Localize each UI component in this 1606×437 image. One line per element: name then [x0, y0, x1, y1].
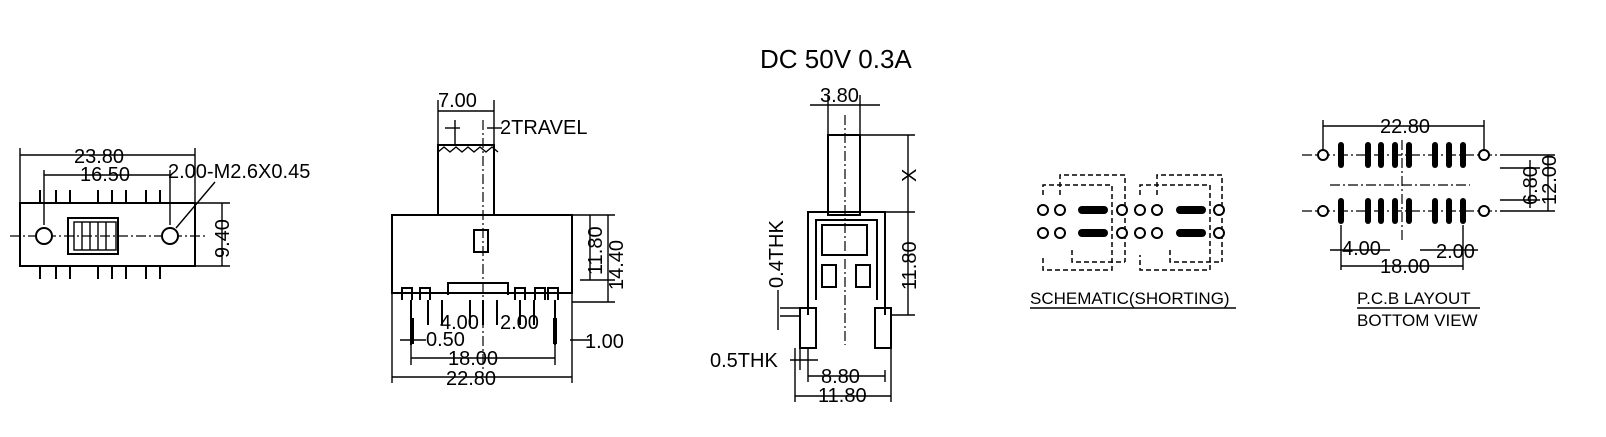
top-view: 23.80 16.50 2.00-M2.6X0.45 9.40	[10, 146, 310, 279]
front-travel-dim: 2TRAVEL	[500, 117, 587, 139]
front-total-width-dim: 22.80	[446, 368, 496, 390]
top-mount-note: 2.00-M2.6X0.45	[168, 161, 310, 183]
rating-label: DC 50V 0.3A	[760, 44, 912, 74]
front-pitch-b-dim: 2.00	[500, 312, 539, 334]
pcb-layout: 22.80 6.80 12.00 4.00 2.00 18.00 P.C.B L…	[1302, 116, 1561, 330]
front-body-height-dim: 11.80	[585, 226, 607, 275]
pcb-width-dim: 22.80	[1380, 116, 1430, 138]
front-overall-height-dim: 14.40	[606, 240, 628, 290]
side-frame	[807, 211, 886, 315]
pcb-label-line2: BOTTOM VIEW	[1357, 311, 1478, 330]
side-tab-thickness-dim: 0.5THK	[710, 350, 778, 372]
top-view-body	[19, 202, 196, 267]
pcb-label-line1: P.C.B LAYOUT	[1357, 289, 1471, 308]
top-view-pins-lower	[39, 266, 161, 279]
front-view: 7.00 2TRAVEL 11.80 14.40 4.00 2.00 0.50 …	[391, 90, 628, 390]
top-view-mount-hole-right	[161, 227, 179, 245]
top-hole-pitch-dim: 16.50	[80, 164, 130, 186]
pcb-span-dim: 18.00	[1380, 256, 1430, 278]
side-view: 3.80 X 11.80 0.4THK 0.5THK 8.80 11.80	[710, 85, 921, 407]
side-body-height-dim: 11.80	[899, 241, 921, 290]
pcb-overall-dim: 12.00	[1539, 155, 1561, 205]
schematic: SCHEMATIC(SHORTING)	[1030, 174, 1236, 309]
top-view-slider-window	[67, 217, 119, 255]
side-outer-width-dim: 11.80	[818, 385, 867, 407]
side-pin-spacing-dim: 8.80	[821, 366, 860, 388]
top-width-dim: 23.80	[74, 146, 124, 168]
pcb-row-lower	[1317, 198, 1490, 224]
pcb-row-pitch-dim: 6.80	[1520, 166, 1542, 205]
schematic-block-left	[1037, 174, 1128, 271]
front-pin-span-dim: 18.00	[448, 348, 498, 370]
top-view-slider	[73, 221, 117, 251]
side-actuator-height-dim: X	[899, 169, 921, 182]
top-view-pins-upper	[39, 190, 161, 203]
schematic-label: SCHEMATIC(SHORTING)	[1030, 289, 1230, 308]
front-pin-offset-dim: 0.50	[426, 329, 465, 351]
front-terminals	[401, 282, 559, 300]
front-actuator	[437, 144, 495, 216]
front-slider-knob	[473, 229, 489, 253]
top-view-mount-hole-left	[35, 227, 53, 245]
side-actuator-width-dim: 3.80	[820, 85, 859, 107]
top-height-dim: 9.40	[212, 219, 234, 258]
side-tab-right	[874, 307, 892, 349]
pcb-row-upper	[1317, 142, 1490, 168]
side-actuator	[827, 134, 861, 216]
front-pins	[410, 300, 557, 345]
front-pitch-a-dim: 4.00	[440, 312, 479, 334]
schematic-block-right	[1134, 174, 1225, 271]
front-body	[391, 214, 573, 294]
front-tab-width-dim: 1.00	[585, 331, 624, 353]
side-plate-thickness-dim: 0.4THK	[766, 220, 788, 288]
pcb-pitch-b-dim: 2.00	[1436, 241, 1475, 263]
pcb-pitch-a-dim: 4.00	[1342, 238, 1381, 260]
front-actuator-width-dim: 7.00	[438, 90, 477, 112]
